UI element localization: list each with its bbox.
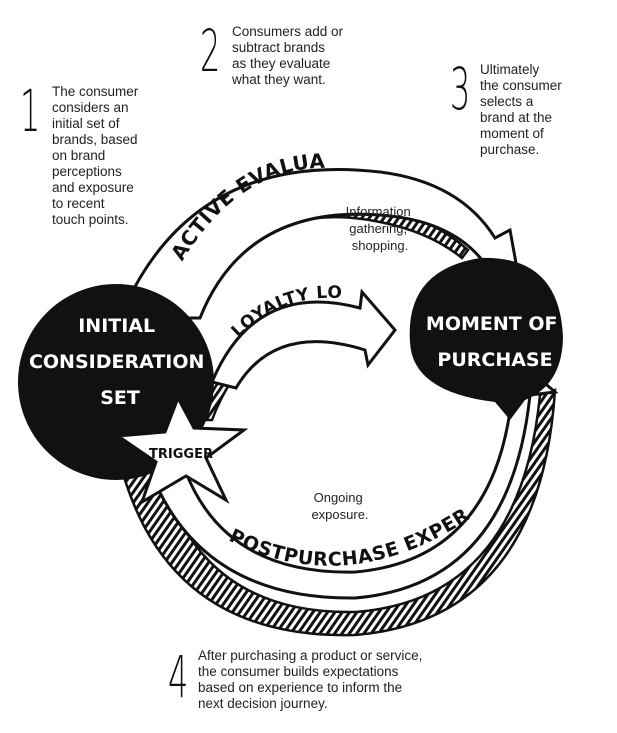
- info-line: shopping.: [352, 238, 408, 253]
- note-line: Consumers add or: [232, 24, 344, 39]
- note-line: Ultimately: [480, 62, 540, 77]
- note-line: next decision journey.: [198, 696, 328, 711]
- step-4-number: 4: [168, 643, 189, 711]
- note-line: selects a: [480, 94, 534, 109]
- note-line: and exposure: [52, 180, 134, 195]
- note-line: moment of: [480, 126, 544, 141]
- initial-label: INITIAL CONSIDERATION SET: [29, 315, 211, 409]
- ongoing-line: exposure.: [311, 507, 368, 522]
- step-1-number: 1: [20, 77, 41, 145]
- note-line: the consumer builds expectations: [198, 664, 399, 679]
- step-3-note: Ultimately the consumer selects a brand …: [480, 62, 562, 158]
- step-1-note: The consumer considers an initial set of…: [52, 84, 138, 228]
- postpurchase-label: POSTPURCHASE EXPERIENCE: [0, 0, 473, 571]
- note-line: purchase.: [480, 142, 540, 157]
- trigger-star: [113, 394, 249, 506]
- note-line: touch points.: [52, 212, 129, 227]
- note-line: initial set of: [52, 116, 120, 131]
- loyalty-loop-arc: [198, 288, 397, 422]
- note-line: brand at the: [480, 110, 553, 125]
- moment-label: MOMENT OF PURCHASE: [426, 313, 564, 371]
- note-line: the consumer: [480, 78, 562, 93]
- note-line: what they want.: [232, 72, 326, 87]
- step-2-number: 2: [200, 17, 221, 85]
- note-line: perceptions: [52, 164, 122, 179]
- note-line: on brand: [52, 148, 106, 163]
- note-line: After purchasing a product or service,: [198, 648, 423, 663]
- note-line: subtract brands: [232, 40, 326, 55]
- info-line: gathering,: [349, 221, 407, 236]
- step-2-note: Consumers add or subtract brands as they…: [232, 24, 343, 88]
- note-line: to recent: [52, 196, 105, 211]
- info-line: Information: [346, 204, 411, 219]
- ongoing-annotation: Ongoing exposure.: [311, 490, 368, 522]
- initial-line-3: SET: [100, 387, 140, 409]
- step-4-note: After purchasing a product or service, t…: [198, 648, 422, 712]
- active-evaluation-arc: [117, 167, 522, 320]
- moment-of-purchase-blob: [409, 257, 563, 420]
- moment-line-2: PURCHASE: [437, 349, 552, 371]
- note-line: The consumer: [52, 84, 139, 99]
- trigger-label: TRIGGER: [149, 447, 213, 462]
- ongoing-line: Ongoing: [314, 490, 363, 505]
- step-3-number: 3: [450, 55, 471, 123]
- initial-line-1: INITIAL: [78, 315, 155, 337]
- note-line: considers an: [52, 100, 129, 115]
- info-annotation: Information gathering, shopping.: [346, 204, 415, 253]
- moment-line-1: MOMENT OF: [426, 313, 558, 335]
- note-line: based on experience to inform the: [198, 680, 403, 695]
- note-line: brands, based: [52, 132, 138, 147]
- note-line: as they evaluate: [232, 56, 331, 71]
- initial-line-2: CONSIDERATION: [29, 351, 204, 373]
- postpurchase-text: POSTPURCHASE EXPERIENCE: [0, 0, 473, 571]
